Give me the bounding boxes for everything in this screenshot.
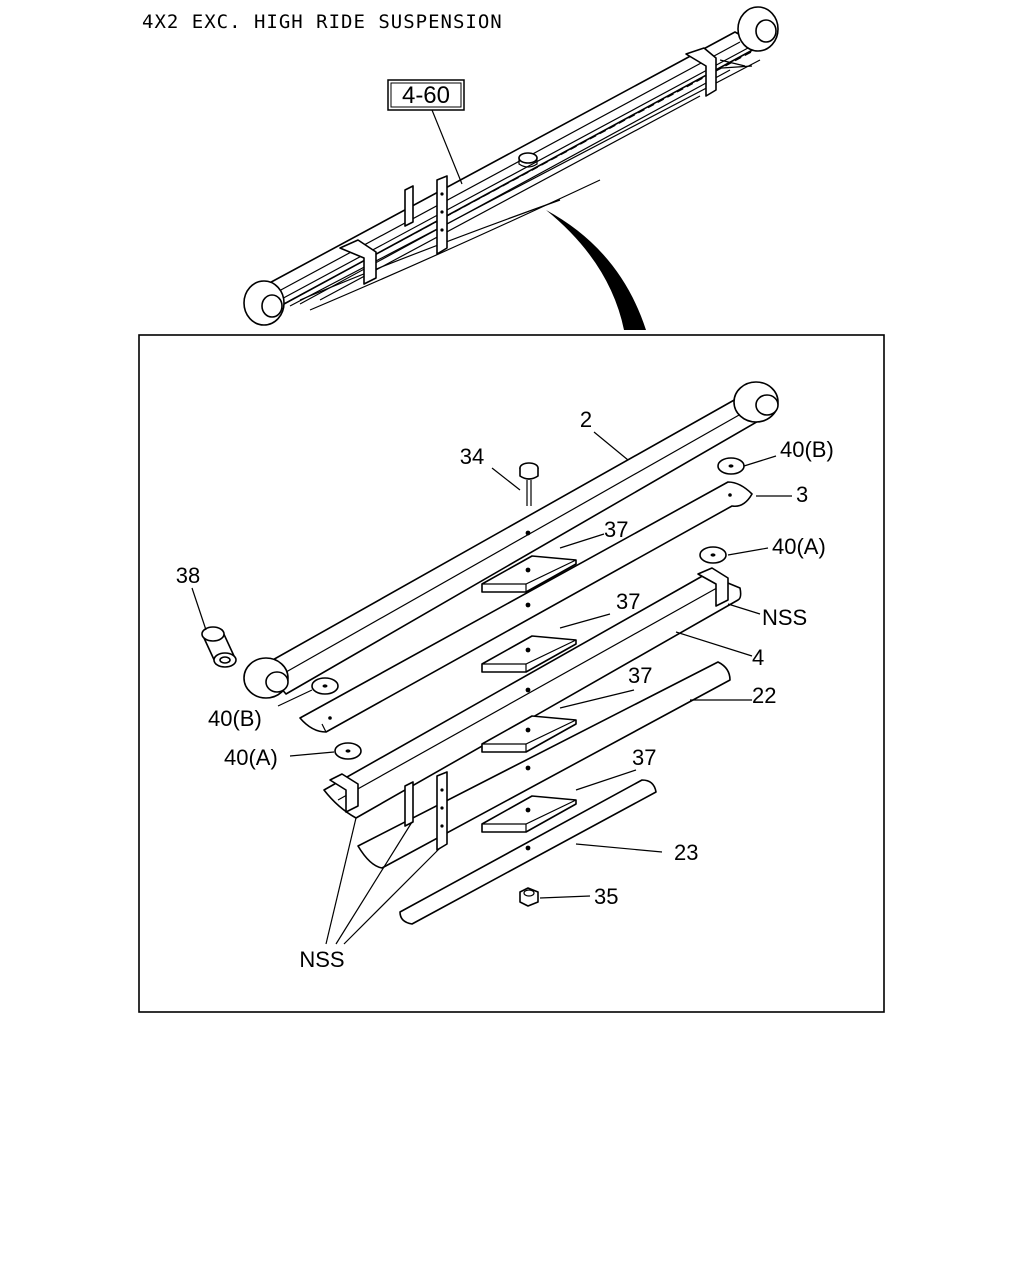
callout-washer-40a-top: 40(A) bbox=[772, 534, 826, 559]
leaf-4 bbox=[323, 567, 742, 819]
assembled-leaf-spring bbox=[243, 6, 779, 326]
callout-washer-40a-left: 40(A) bbox=[224, 745, 278, 770]
callout-washer-40b-left: 40(B) bbox=[208, 706, 262, 731]
washer-40b-left bbox=[311, 677, 339, 695]
callout-leaf-4: 4 bbox=[752, 645, 764, 670]
callout-pad-37-b: 37 bbox=[616, 589, 640, 614]
callout-leaders bbox=[191, 431, 792, 945]
pad-37-c bbox=[481, 715, 577, 753]
center-bolt-34 bbox=[519, 462, 539, 506]
leaf-23 bbox=[399, 779, 657, 925]
exploded-view-frame bbox=[138, 334, 885, 1013]
reference-box-label: 4-60 bbox=[402, 82, 450, 109]
pad-37-a bbox=[481, 555, 577, 593]
callout-nss-right: NSS bbox=[762, 605, 807, 630]
leaf-22 bbox=[357, 661, 731, 869]
washer-40a-top bbox=[699, 546, 727, 564]
callout-pad-37-d: 37 bbox=[632, 745, 656, 770]
callout-bolt-34: 34 bbox=[460, 444, 484, 469]
callout-pad-37-c: 37 bbox=[628, 663, 652, 688]
washer-40b-top bbox=[717, 457, 745, 475]
callout-washer-40b-top: 40(B) bbox=[780, 437, 834, 462]
callout-nut-35: 35 bbox=[594, 884, 618, 909]
callout-leaf-23: 23 bbox=[674, 840, 698, 865]
callout-nss-bottom: NSS bbox=[299, 947, 344, 972]
nut-35 bbox=[519, 887, 539, 907]
callout-pad-37-a: 37 bbox=[604, 517, 628, 542]
callout-leaf-22: 22 bbox=[752, 683, 776, 708]
washer-40a-left bbox=[334, 742, 362, 760]
callout-bushing-38: 38 bbox=[176, 563, 200, 588]
leaf-2 bbox=[243, 381, 779, 699]
pad-37-d bbox=[481, 795, 577, 833]
leaf-3 bbox=[299, 481, 753, 733]
bushing-38 bbox=[201, 626, 237, 668]
reference-box: 4-60 bbox=[387, 79, 465, 185]
callout-leaf-2: 2 bbox=[580, 407, 592, 432]
diagram-title: 4X2 EXC. HIGH RIDE SUSPENSION bbox=[142, 11, 503, 33]
callout-leaf-3: 3 bbox=[796, 482, 808, 507]
pad-37-b bbox=[481, 635, 577, 673]
center-clip-brackets bbox=[404, 771, 448, 851]
exploded-view-arrow bbox=[546, 210, 646, 330]
